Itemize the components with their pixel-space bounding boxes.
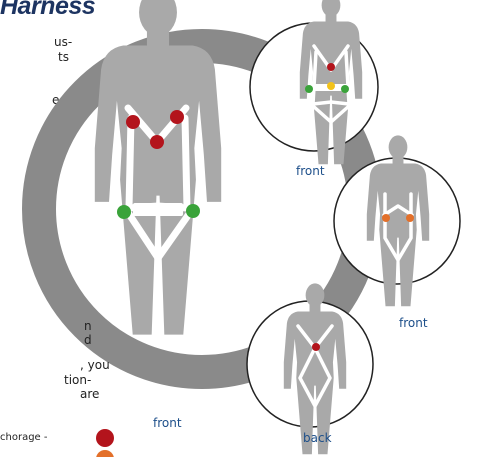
yellow-attachment-point: [327, 82, 335, 90]
red-attachment-point: [312, 343, 320, 351]
green-attachment-point: [305, 85, 313, 93]
green-attachment-point: [117, 205, 131, 219]
orange-attachment-point: [406, 214, 414, 222]
red-attachment-point: [170, 110, 184, 124]
body-text-line-5: are: [80, 387, 99, 401]
main-figure: [95, 0, 221, 335]
red-attachment-point: [150, 135, 164, 149]
caption-circle-front-middle: front: [399, 316, 428, 330]
body-text-line-1: n: [84, 319, 92, 333]
red-attachment-point: [126, 115, 140, 129]
caption-main-front: front: [153, 416, 182, 430]
body-text-line-4: tion-: [64, 373, 91, 387]
red-attachment-point: [327, 63, 335, 71]
legend-label: chorage -: [0, 432, 47, 443]
caption-circle-back: back: [303, 431, 332, 445]
body-text-line-2: d: [84, 333, 92, 347]
body-text-line-3: , you: [80, 358, 110, 372]
legend-orange-marker: [96, 450, 114, 457]
caption-circle-front-top: front: [296, 164, 325, 178]
green-attachment-point: [186, 204, 200, 218]
detail-circle-back: [247, 283, 373, 454]
legend-red-marker: [96, 429, 114, 447]
green-attachment-point: [341, 85, 349, 93]
orange-attachment-point: [382, 214, 390, 222]
